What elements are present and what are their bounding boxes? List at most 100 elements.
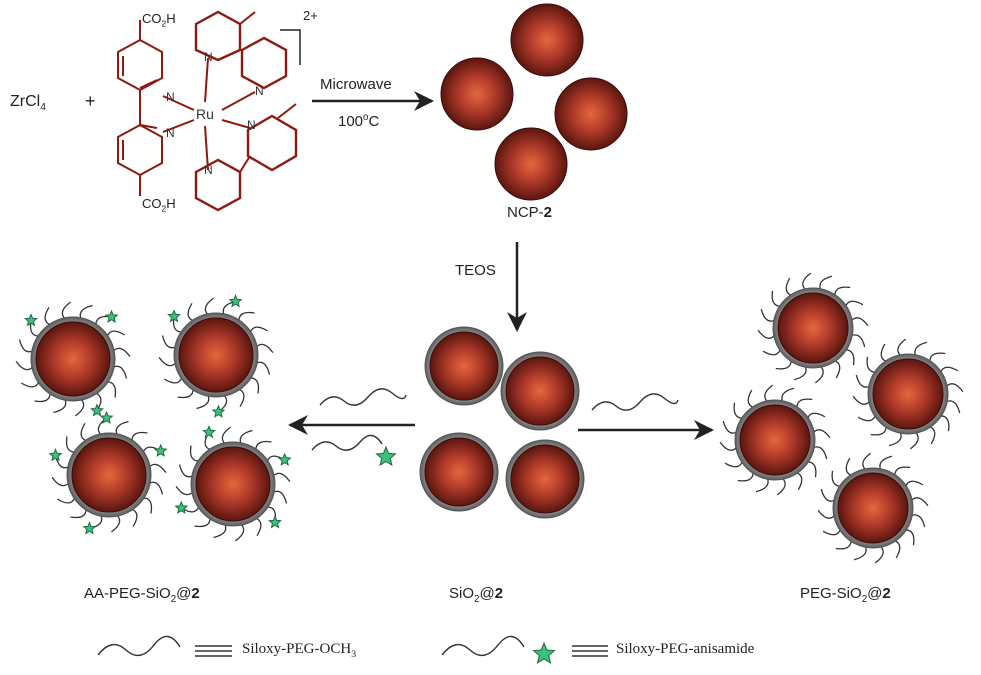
particles-layer (15, 3, 964, 564)
peg-chain (221, 426, 231, 445)
anisamide-star-icon (82, 521, 97, 535)
peg-och3-squiggle-left (319, 388, 407, 406)
coated-particle (817, 452, 929, 564)
coated-particle (500, 351, 580, 431)
peg-chain (255, 361, 271, 375)
particle-core (837, 472, 909, 544)
peg-chain (852, 395, 871, 405)
sio2-2-label: SiO2@2 (449, 585, 504, 605)
coated-particle (719, 384, 831, 496)
peg-chain (255, 343, 274, 353)
peg-chain (131, 508, 138, 528)
peg-chain (793, 365, 807, 381)
particle-core (429, 331, 499, 401)
peg-chain (904, 480, 924, 487)
peg-chain (178, 464, 194, 478)
peg-chain (910, 514, 926, 528)
peg-chain (850, 334, 866, 348)
particle-core (505, 356, 575, 426)
peg-chain (255, 517, 262, 537)
peg-chain (213, 523, 227, 539)
anisamide-star-icon (99, 410, 114, 424)
particle-core (71, 437, 147, 513)
peg-chain (747, 389, 754, 409)
peg-chain (905, 529, 915, 546)
coated-particle (852, 338, 964, 450)
peg-chain (722, 420, 738, 434)
peg-chain (940, 415, 950, 432)
ncp-2-label: NCP-2 (507, 204, 553, 221)
anisamide-star-icon (277, 452, 292, 466)
peg-chain (65, 436, 76, 453)
plus-sign: + (85, 91, 96, 111)
peg-chain (238, 311, 255, 322)
peg-chain (112, 365, 128, 379)
anisamide-star-icon (167, 309, 181, 323)
peg-chain (894, 466, 911, 476)
peg-chain (831, 470, 841, 487)
coated-particle (505, 439, 585, 519)
peg-chain (194, 517, 211, 528)
peg-chain (196, 394, 210, 410)
peg-anisamide-squiggle (311, 434, 383, 451)
peg-chain (945, 400, 961, 414)
peg-chain (189, 445, 200, 462)
peg-chain (111, 514, 121, 533)
peg-chain (204, 297, 214, 316)
n-label-4: N (255, 84, 264, 98)
peg-chain (177, 388, 194, 399)
peg-chain (79, 304, 93, 320)
anisamide-star-icon (268, 515, 282, 529)
coated-particle (51, 417, 167, 533)
peg-chain (239, 429, 253, 445)
anisamide-star-icon (532, 641, 556, 664)
cooh-bottom-label: CO2H (142, 196, 176, 214)
anisamide-star-icon (90, 403, 104, 417)
legend-peg-anisamide-squiggle (441, 635, 525, 657)
peg-chain (853, 545, 867, 561)
ncp-particle (440, 57, 514, 131)
peg-chain (845, 349, 855, 366)
peg-chain (866, 356, 876, 373)
teos-label: TEOS (455, 262, 496, 279)
ncp-particle (494, 127, 568, 201)
peg-chain (812, 429, 831, 439)
peg-chain (775, 360, 792, 370)
peg-chain (771, 290, 781, 307)
particle-core (554, 77, 628, 151)
ru-bipyridine-complex (117, 10, 301, 212)
peg-chain (238, 388, 245, 408)
anisamide-star-icon (153, 443, 168, 457)
particle-core (510, 444, 580, 514)
particle-core (35, 321, 111, 397)
n-label-6: N (204, 163, 213, 177)
legend-graphics (97, 635, 608, 657)
aa-peg-sio2-2-label: AA-PEG-SiO2@2 (84, 585, 200, 605)
particle-core (178, 317, 254, 393)
peg-chain (56, 497, 76, 504)
peg-och3-squiggle-right (591, 393, 679, 411)
peg-chain (796, 398, 813, 408)
anisamide-star-icon (48, 448, 63, 462)
peg-chain (764, 384, 774, 403)
peg-chain (945, 383, 964, 393)
peg-chain (755, 477, 769, 493)
peg-chain (844, 300, 864, 307)
peg-chain (158, 357, 177, 367)
anisamide-star-icon (211, 404, 226, 418)
peg-chain (44, 306, 51, 326)
peg-chain (802, 272, 812, 291)
peg-chain (148, 463, 167, 473)
anisamide-star-icon (375, 445, 397, 467)
peg-chain (272, 490, 288, 504)
reagent-squiggles (311, 388, 679, 451)
peg-chain (879, 455, 893, 471)
peg-chain (762, 349, 782, 356)
peg-chain (106, 330, 126, 337)
peg-chain (857, 415, 877, 422)
ncp-particle (554, 77, 628, 151)
n-label-5: N (247, 118, 256, 132)
legend-peg-och3-squiggle (97, 635, 181, 657)
n-label-2: N (166, 126, 175, 140)
